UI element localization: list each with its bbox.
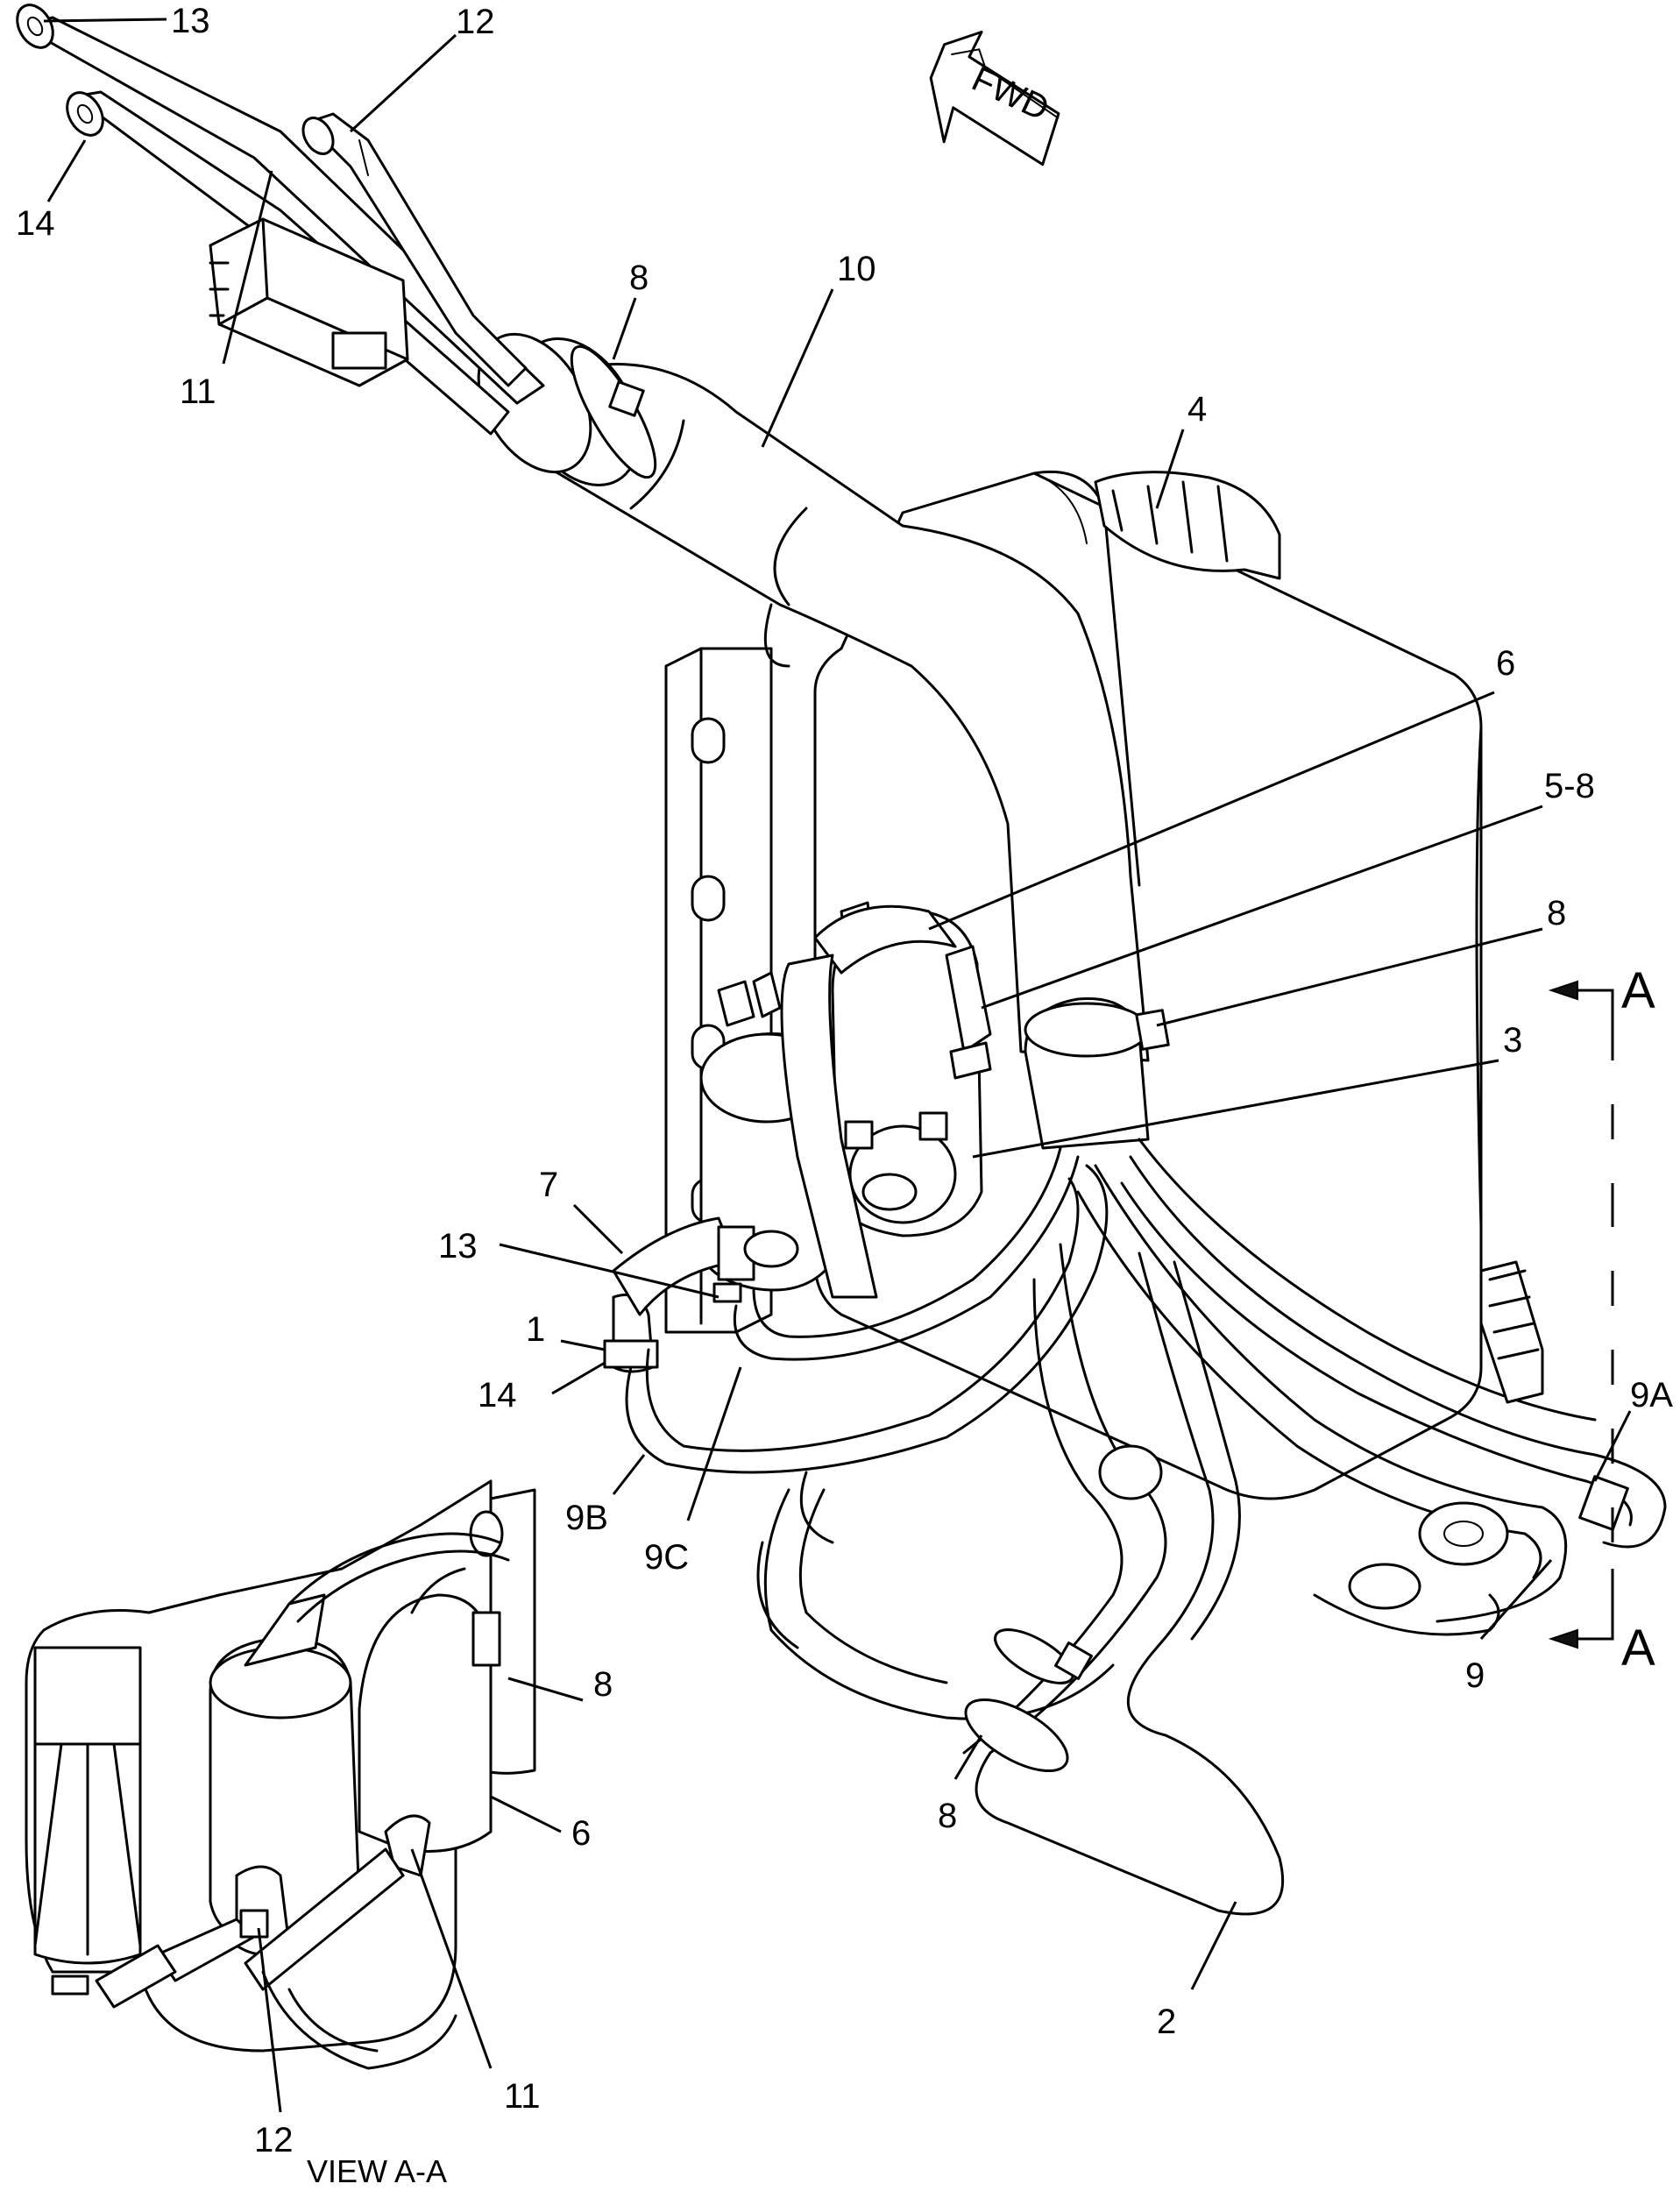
callout-13-top: 13 — [171, 2, 210, 40]
electrical-connector-right — [1479, 1260, 1544, 1404]
clamp-bottom — [964, 1628, 1093, 1773]
callout-6: 6 — [1496, 644, 1515, 683]
lines-top-left — [16, 4, 545, 436]
hose-right-9 — [1076, 1138, 1667, 1636]
callout-9B: 9B — [565, 1499, 608, 1537]
callout-8-view: 8 — [593, 1665, 613, 1704]
callout-14-top: 14 — [16, 204, 55, 243]
callout-2: 2 — [1157, 2003, 1176, 2041]
leader-lines — [43, 18, 1632, 2113]
callout-8-right: 8 — [1547, 894, 1566, 932]
callout-9: 9 — [1465, 1656, 1485, 1695]
callout-8-top: 8 — [629, 259, 649, 297]
callout-10: 10 — [837, 250, 876, 288]
section-line-a-a — [1548, 980, 1614, 1649]
view-a-a — [25, 1479, 536, 2070]
filler-cap — [1094, 471, 1281, 580]
callout-8-bottom: 8 — [938, 1797, 957, 1835]
callout-6-view: 6 — [571, 1814, 591, 1853]
callout-9A: 9A — [1630, 1376, 1673, 1415]
callout-1: 1 — [526, 1310, 545, 1349]
callout-9C: 9C — [644, 1538, 689, 1577]
electrical-connector-top — [209, 217, 409, 387]
hose-loops-left — [625, 1146, 1109, 1474]
bottom-hose-2 — [756, 1243, 1285, 1916]
view-caption: VIEW A-A — [307, 2153, 447, 2189]
section-mark-top: A — [1621, 962, 1655, 1019]
pump-assembly — [603, 901, 1170, 1373]
callout-12-view: 12 — [254, 2121, 294, 2159]
section-mark-bottom: A — [1621, 1620, 1655, 1677]
callout-7: 7 — [539, 1166, 558, 1204]
callout-5-8: 5-8 — [1544, 767, 1595, 805]
main-hose — [477, 332, 1150, 1062]
callout-3: 3 — [1503, 1021, 1522, 1060]
callout-12-top: 12 — [456, 3, 495, 41]
callout-11-view: 11 — [504, 2077, 541, 2116]
callout-14-mid: 14 — [478, 1376, 517, 1415]
clamp-top — [570, 344, 657, 479]
fwd-direction-arrow — [929, 31, 1060, 167]
callout-13-mid: 13 — [438, 1227, 478, 1266]
callout-4: 4 — [1187, 390, 1207, 429]
callout-11-top: 11 — [180, 372, 216, 411]
